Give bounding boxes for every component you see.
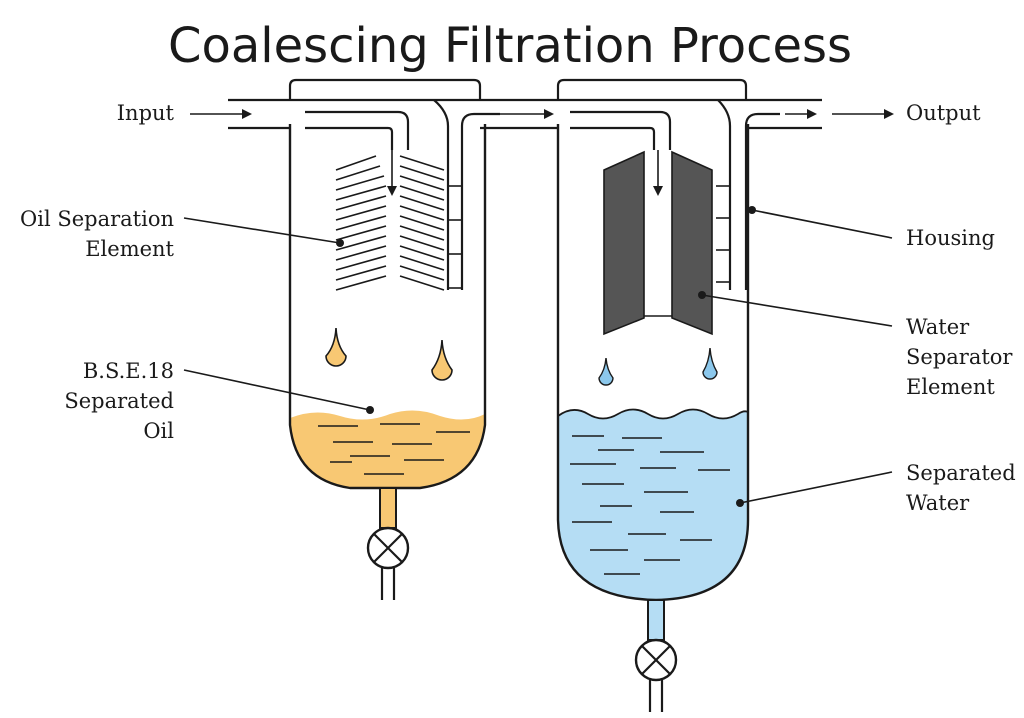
oil-separation-element	[335, 155, 462, 291]
water-valve-icon[interactable]	[634, 638, 678, 682]
oil-drain-pipe	[379, 487, 397, 529]
output-label: Output	[906, 101, 981, 125]
water-separator-element-label-line2: Separator	[906, 345, 1013, 369]
housing-label: Housing	[906, 226, 995, 250]
oil-droplet-icon	[325, 327, 347, 367]
water-drain-pipe	[647, 599, 665, 641]
separated-oil-label-line1: B.S.E.18	[83, 359, 174, 383]
water-separator-element	[603, 150, 730, 336]
flow-arrows	[190, 109, 894, 196]
separated-oil-fill	[290, 410, 485, 488]
separated-oil-label-line2: Separated	[64, 389, 174, 413]
water-inlet-channel	[570, 110, 672, 150]
leader-lines	[183, 206, 893, 507]
piping	[228, 78, 822, 290]
water-separator-element-label-line3: Element	[906, 375, 995, 399]
input-label: Input	[117, 101, 175, 125]
water-droplet-icon	[702, 347, 718, 380]
oil-inlet-channel	[305, 110, 410, 150]
oil-valve-icon[interactable]	[366, 526, 410, 570]
oil-surface-lines	[318, 423, 470, 475]
oil-separation-element-label-line2: Element	[85, 237, 174, 261]
separated-water-label-line1: Separated	[906, 461, 1016, 485]
separated-oil-label-line3: Oil	[143, 419, 174, 443]
oil-outlet-riser	[460, 112, 500, 290]
oil-droplet-icon	[431, 339, 453, 381]
water-surface-lines	[570, 435, 730, 575]
left-cap	[288, 78, 482, 100]
separated-water-fill	[558, 409, 748, 600]
oil-vessel	[288, 124, 487, 600]
oil-separation-element-label-line1: Oil Separation	[20, 207, 174, 231]
right-cap	[556, 78, 748, 100]
water-vessel	[556, 124, 750, 712]
oil-droplets	[325, 327, 453, 381]
separated-water-label-line2: Water	[906, 491, 970, 515]
diagram-title: Coalescing Filtration Process	[168, 18, 852, 74]
water-outlet-riser	[744, 112, 780, 290]
water-droplets	[598, 347, 718, 386]
water-droplet-icon	[598, 357, 614, 386]
water-separator-element-label-line1: Water	[906, 315, 970, 339]
water-wave-line	[557, 408, 749, 420]
